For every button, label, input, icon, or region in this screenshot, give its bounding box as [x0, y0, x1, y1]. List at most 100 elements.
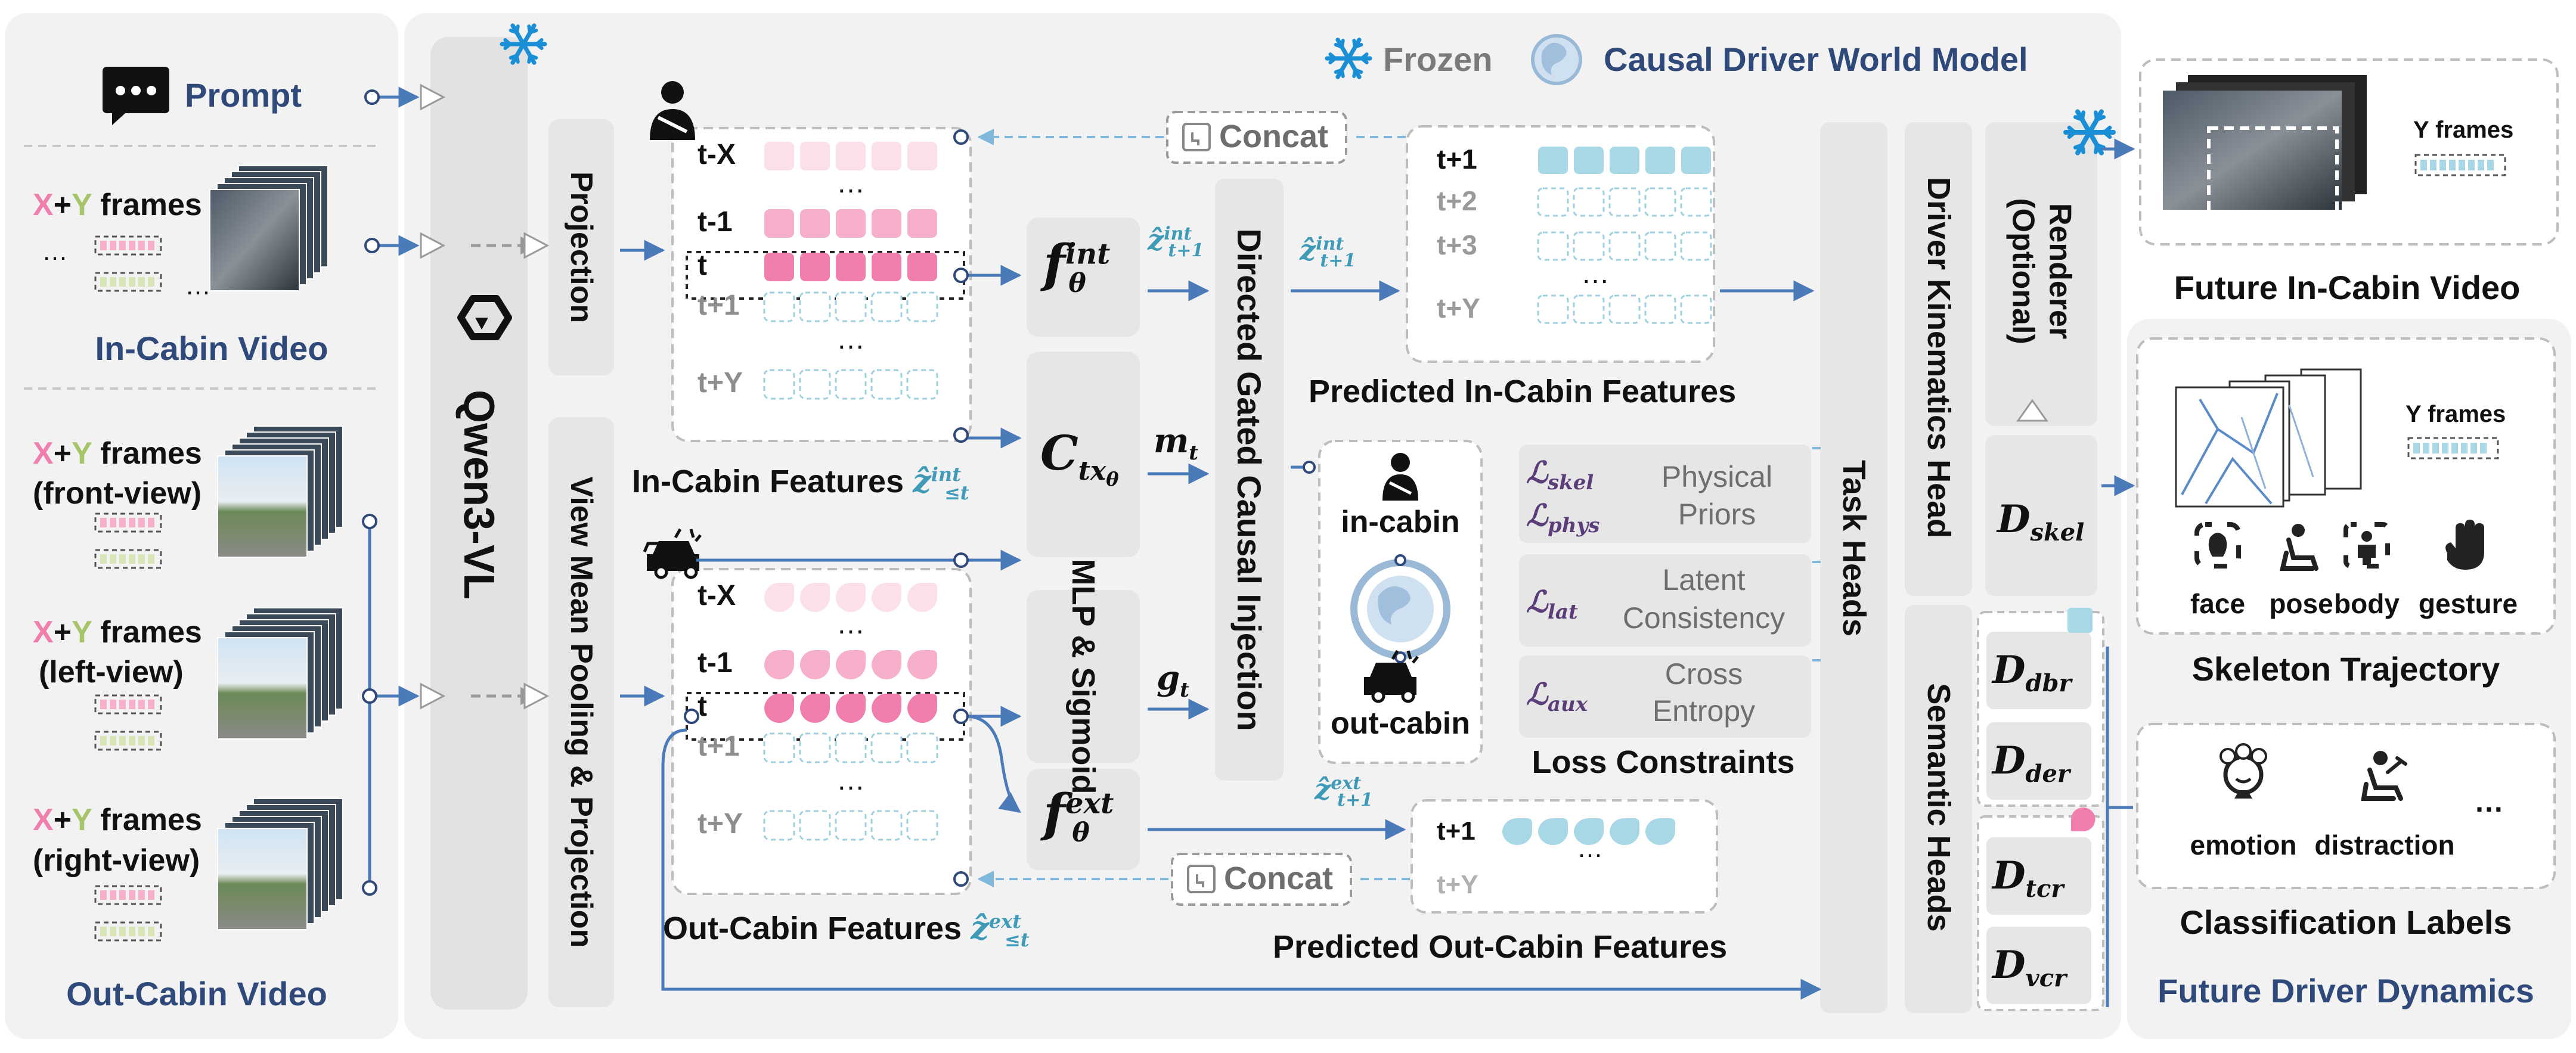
pred-out-cell: [1610, 818, 1639, 845]
pred-out-row-label: t+Y: [1437, 870, 1478, 899]
green-frame-bar-tick: [110, 554, 116, 564]
pose-icon: [2279, 524, 2318, 571]
skel-frame-tick: [2413, 443, 2420, 453]
future-video-label: Future In-Cabin Video: [2174, 269, 2521, 306]
out-row-label: t: [698, 691, 707, 722]
out-cabin-loop-label: out-cabin: [1331, 706, 1470, 741]
pink-frame-bar-tick: [119, 890, 126, 900]
in-cabin-loop-label: in-cabin: [1341, 505, 1460, 539]
injection-label: Directed Gated Causal Injection: [1230, 228, 1268, 731]
out-row-cell: [763, 732, 795, 763]
future-frame-tick: [2468, 160, 2475, 170]
future-frame-tick: [2459, 160, 2465, 170]
out-row-cell: [800, 694, 830, 723]
in-row-ellipsis: …: [836, 167, 865, 199]
legend-model: Causal Driver World Model: [1604, 41, 2028, 78]
front-view-frame: [217, 455, 308, 558]
prompt-icon: [103, 67, 169, 125]
in-row-label: t-X: [698, 139, 736, 170]
out-cabin-features-label: Out-Cabin Features ẑext≤t: [663, 909, 1030, 951]
loop-car-icon: [1364, 650, 1419, 703]
pink-frame-bar-tick: [138, 518, 145, 527]
loss-lat-box: [1519, 554, 1811, 647]
pred-in-cell: [1644, 187, 1676, 217]
renderer-box: [1985, 122, 2097, 426]
pred-in-cell: [1608, 294, 1641, 324]
classification-labels-label: Classification Labels: [2180, 903, 2512, 941]
green-frame-bar-tick: [100, 554, 107, 564]
in-row-cell: [836, 142, 866, 170]
skeleton-trajectory-label: Skeleton Trajectory: [2191, 650, 2500, 688]
d-vcr-label: Dvcr: [1992, 943, 2067, 992]
left-view-frame: [217, 637, 308, 740]
out-row-cell: [799, 732, 831, 763]
future-frame-tick: [2420, 160, 2427, 170]
pred-in-cell: [1645, 147, 1675, 174]
skel-y-frames: Y frames: [2405, 401, 2506, 427]
pred-out-cell: [1538, 818, 1568, 845]
skel-frame-tick: [2470, 443, 2477, 453]
in-row-ellipsis: …: [836, 324, 865, 355]
skel-item-gesture: gesture: [2418, 588, 2518, 619]
loss-latent-text: Latent: [1662, 563, 1746, 597]
out-row-cell: [870, 732, 903, 763]
skel-frame-tick: [2451, 443, 2458, 453]
globe-icon: [1531, 34, 1582, 85]
in-row-cell: [836, 209, 866, 238]
pred-in-cell: [1644, 231, 1676, 261]
loss-skel-sym: ℒskel: [1526, 455, 1594, 495]
green-frame-bar-tick: [119, 277, 126, 287]
snowflake-icon: [500, 23, 547, 65]
green-frame-bar-tick: [138, 554, 145, 564]
in-row-cell: [872, 209, 901, 238]
semantic-heads-label: Semantic Heads: [1921, 683, 1957, 932]
out-row-cell: [872, 650, 901, 679]
green-frame-bar-tick: [138, 927, 145, 936]
pred-in-cell: [1680, 294, 1712, 324]
task-heads-box: [1820, 122, 1887, 1013]
concat-bottom-box: [1171, 853, 1352, 906]
green-frame-bar-tick: [100, 736, 107, 746]
loss-constraints-label: Loss Constraints: [1532, 744, 1795, 780]
pred-in-cell: [1610, 147, 1639, 174]
green-frame-bar-tick: [129, 277, 135, 287]
out-row-cell: [836, 694, 866, 723]
d-skel-box: [1985, 435, 2097, 596]
loss-physical-text: Physical: [1661, 460, 1773, 493]
pink-frame-bar-tick: [148, 518, 154, 527]
skel-frame-tick: [2432, 443, 2439, 453]
green-frame-bar-tick: [148, 927, 154, 936]
future-frame-tick: [2478, 160, 2484, 170]
skel-item-body: body: [2334, 588, 2400, 619]
projection-box: [548, 119, 614, 375]
in-row-label: t-1: [698, 206, 733, 238]
in-row-cell: [906, 369, 938, 400]
f-ext-box: [1027, 769, 1140, 870]
green-frame-bar-tick: [119, 554, 126, 564]
pred-out-ellipsis: …: [1577, 834, 1603, 863]
in-row-label: t: [698, 250, 707, 281]
in-row-cell: [870, 369, 903, 400]
pred-out-cell: [1574, 818, 1604, 845]
pink-frame-bar-tick: [129, 518, 135, 527]
pink-frame-bar-tick: [129, 241, 135, 250]
pink-frame-bar-tick: [119, 241, 126, 250]
f-int-label: fintθ: [1043, 234, 1111, 299]
concat-top-label: Concat: [1219, 119, 1329, 154]
d-dbr-label: Ddbr: [1992, 648, 2072, 697]
future-frame-tick: [2449, 160, 2456, 170]
pink-frame-bar-tick: [129, 890, 135, 900]
out-row-cell: [906, 810, 938, 841]
class-ellipsis: …: [2474, 785, 2504, 818]
future-video-thumb: [2163, 91, 2342, 210]
green-frame-bar-tick: [110, 277, 116, 287]
out-row-cell: [836, 650, 866, 679]
out-row-cell: [836, 583, 866, 612]
snowflake-icon: [1325, 38, 1372, 79]
left-view-label: (left-view): [39, 655, 184, 689]
pink-frame-bar-tick: [100, 241, 107, 250]
pred-in-cell: [1537, 231, 1569, 261]
out-row-cell: [800, 583, 830, 612]
loss-entropy-text: Entropy: [1652, 694, 1756, 728]
in-row-cell: [907, 142, 937, 170]
